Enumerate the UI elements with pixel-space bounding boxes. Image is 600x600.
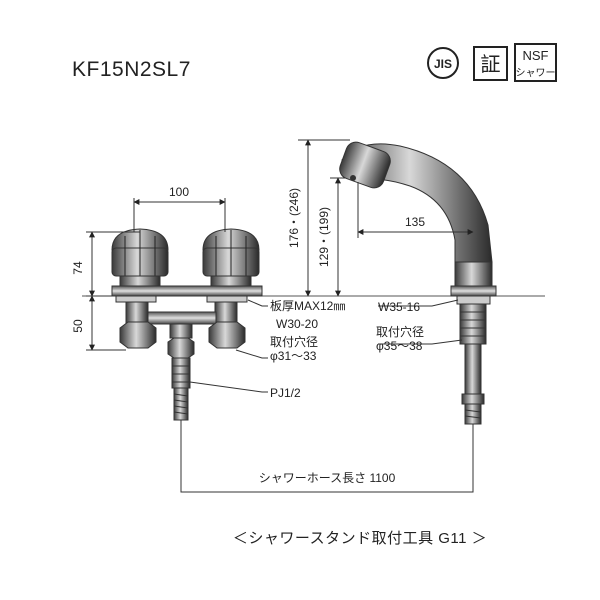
- dim-body-height: 50: [71, 319, 85, 333]
- accessory-caption: ＜シャワースタンド取付工具 G11 ＞: [232, 530, 488, 547]
- dim-handle-spacing: 100: [169, 185, 189, 199]
- shower-spout: [339, 141, 497, 425]
- svg-text:シャワー: シャワー: [516, 68, 556, 79]
- note-hose-length: シャワーホース長さ 1100: [259, 471, 396, 485]
- note-hole-right-value: φ35～38: [376, 339, 423, 353]
- mixer-base: [111, 285, 263, 297]
- note-w-left: W30-20: [276, 317, 318, 331]
- jis-mark-icon: JIS: [427, 47, 459, 79]
- dim-spout-height: 176・(246): [287, 188, 301, 248]
- note-hole-left-value: φ31～33: [270, 349, 317, 363]
- nsf-shower-mark-icon: NSF シャワー: [514, 43, 557, 82]
- note-w-right: W35-16: [378, 300, 420, 314]
- note-hole-right-label: 取付穴径: [376, 324, 424, 339]
- hose-path: [180, 420, 474, 493]
- svg-text:NSF: NSF: [523, 48, 549, 63]
- certification-mark-icon: 証: [473, 46, 508, 81]
- model-title: KF15N2SL7: [72, 58, 191, 81]
- left-hose-coil: [173, 387, 189, 421]
- right-handle: [202, 228, 260, 287]
- note-pipe-thread: PJ1/2: [270, 386, 301, 400]
- dim-spout-reach: 135: [405, 215, 425, 229]
- dim-handle-height: 74: [71, 261, 85, 275]
- note-plate-thickness: 板厚MAX12㎜: [270, 299, 345, 313]
- note-hole-left-label: 取付穴径: [270, 334, 318, 349]
- svg-text:JIS: JIS: [434, 57, 452, 71]
- svg-text:証: 証: [481, 53, 501, 76]
- dim-spout-height-2: 129・(199): [317, 207, 331, 267]
- left-handle: [111, 228, 169, 287]
